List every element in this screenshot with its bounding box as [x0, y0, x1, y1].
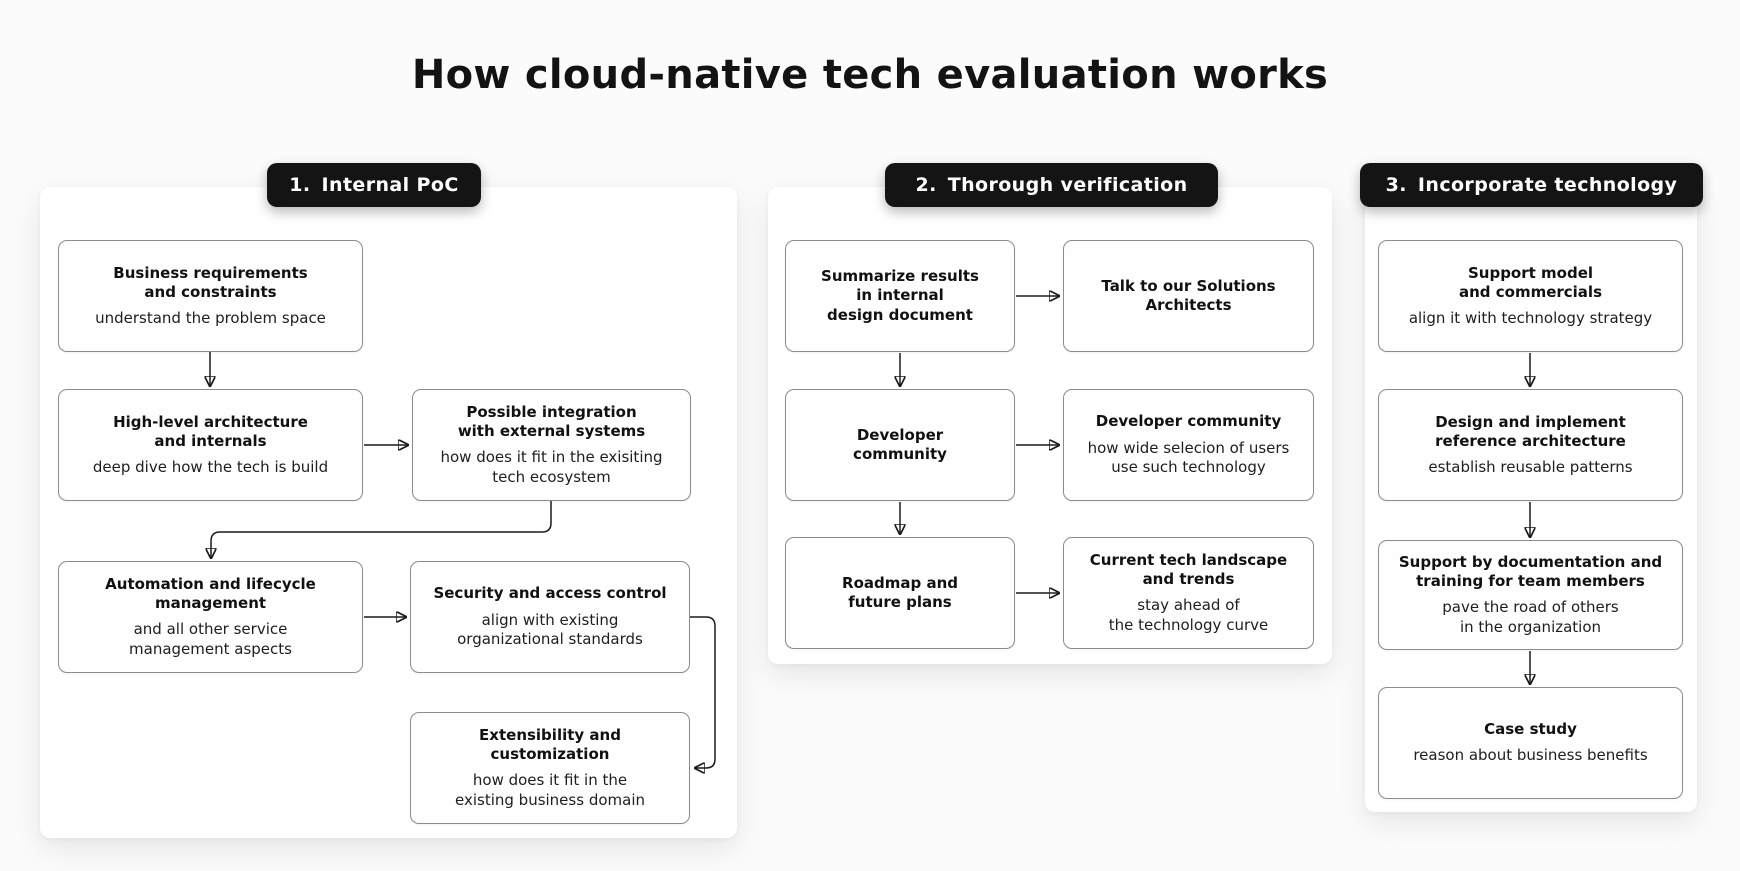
step-2-label: Thorough verification	[947, 174, 1188, 196]
box-title: Business requirements and constraints	[113, 263, 308, 301]
box-automation-lifecycle: Automation and lifecycle management and …	[58, 561, 363, 673]
step-3-pill: 3. Incorporate technology	[1360, 163, 1703, 207]
box-subtitle: stay ahead of the technology curve	[1108, 596, 1269, 634]
box-title: Talk to our Solutions Architects	[1101, 276, 1276, 314]
box-title: Extensibility and customization	[479, 725, 621, 763]
box-possible-integration: Possible integration with external syste…	[412, 389, 691, 501]
step-3-number: 3.	[1385, 174, 1407, 196]
box-title: Possible integration with external syste…	[457, 402, 646, 440]
box-reference-architecture: Design and implement reference architect…	[1378, 389, 1683, 501]
box-subtitle: understand the problem space	[95, 308, 326, 327]
box-title: Roadmap and future plans	[842, 573, 958, 611]
box-subtitle: reason about business benefits	[1413, 746, 1648, 765]
step-3-label: Incorporate technology	[1417, 174, 1678, 196]
box-subtitle: how wide selecion of users use such tech…	[1087, 438, 1290, 477]
box-talk-solutions-architects: Talk to our Solutions Architects	[1063, 240, 1314, 352]
box-subtitle: how does it fit in the existing business…	[455, 771, 645, 809]
box-extensibility-customization: Extensibility and customization how does…	[410, 712, 690, 824]
box-title: Case study	[1484, 720, 1577, 739]
page-title: How cloud-native tech evaluation works	[411, 52, 1329, 98]
box-title: Developer community	[1095, 412, 1282, 431]
box-business-requirements: Business requirements and constraints un…	[58, 240, 363, 352]
box-title: Automation and lifecycle management	[105, 574, 316, 612]
box-subtitle: align with existing organizational stand…	[457, 610, 643, 649]
box-support-model-commercials: Support model and commercials align it w…	[1378, 240, 1683, 352]
box-summarize-results: Summarize results in internal design doc…	[785, 240, 1015, 352]
step-1-number: 1.	[289, 174, 311, 196]
box-title: Support by documentation and training fo…	[1398, 552, 1663, 590]
box-subtitle: how does it fit in the exisiting tech ec…	[440, 448, 663, 486]
box-title: Support model and commercials	[1458, 263, 1602, 301]
box-subtitle: and all other service management aspects	[129, 620, 292, 658]
box-title: Summarize results in internal design doc…	[821, 267, 979, 324]
box-subtitle: establish reusable patterns	[1428, 457, 1633, 476]
box-subtitle: deep dive how the tech is build	[92, 457, 329, 476]
step-2-pill: 2. Thorough verification	[885, 163, 1218, 207]
box-case-study: Case study reason about business benefit…	[1378, 687, 1683, 799]
box-developer-community: Developer community	[785, 389, 1015, 501]
step-1-label: Internal PoC	[321, 174, 459, 196]
box-title: Design and implement reference architect…	[1435, 412, 1626, 450]
box-subtitle: align it with technology strategy	[1408, 308, 1653, 327]
box-title: Security and access control	[433, 584, 667, 603]
box-title: High-level architecture and internals	[113, 412, 308, 450]
step-1-pill: 1. Internal PoC	[267, 163, 481, 207]
box-title: Current tech landscape and trends	[1089, 550, 1288, 588]
box-documentation-training: Support by documentation and training fo…	[1378, 540, 1683, 650]
box-security-access-control: Security and access control align with e…	[410, 561, 690, 673]
box-developer-community-detail: Developer community how wide selecion of…	[1063, 389, 1314, 501]
step-2-number: 2.	[915, 174, 937, 196]
box-roadmap-future-plans: Roadmap and future plans	[785, 537, 1015, 649]
box-title: Developer community	[853, 425, 947, 463]
box-tech-landscape-trends: Current tech landscape and trends stay a…	[1063, 537, 1314, 649]
box-high-level-architecture: High-level architecture and internals de…	[58, 389, 363, 501]
box-subtitle: pave the road of others in the organizat…	[1442, 598, 1619, 636]
